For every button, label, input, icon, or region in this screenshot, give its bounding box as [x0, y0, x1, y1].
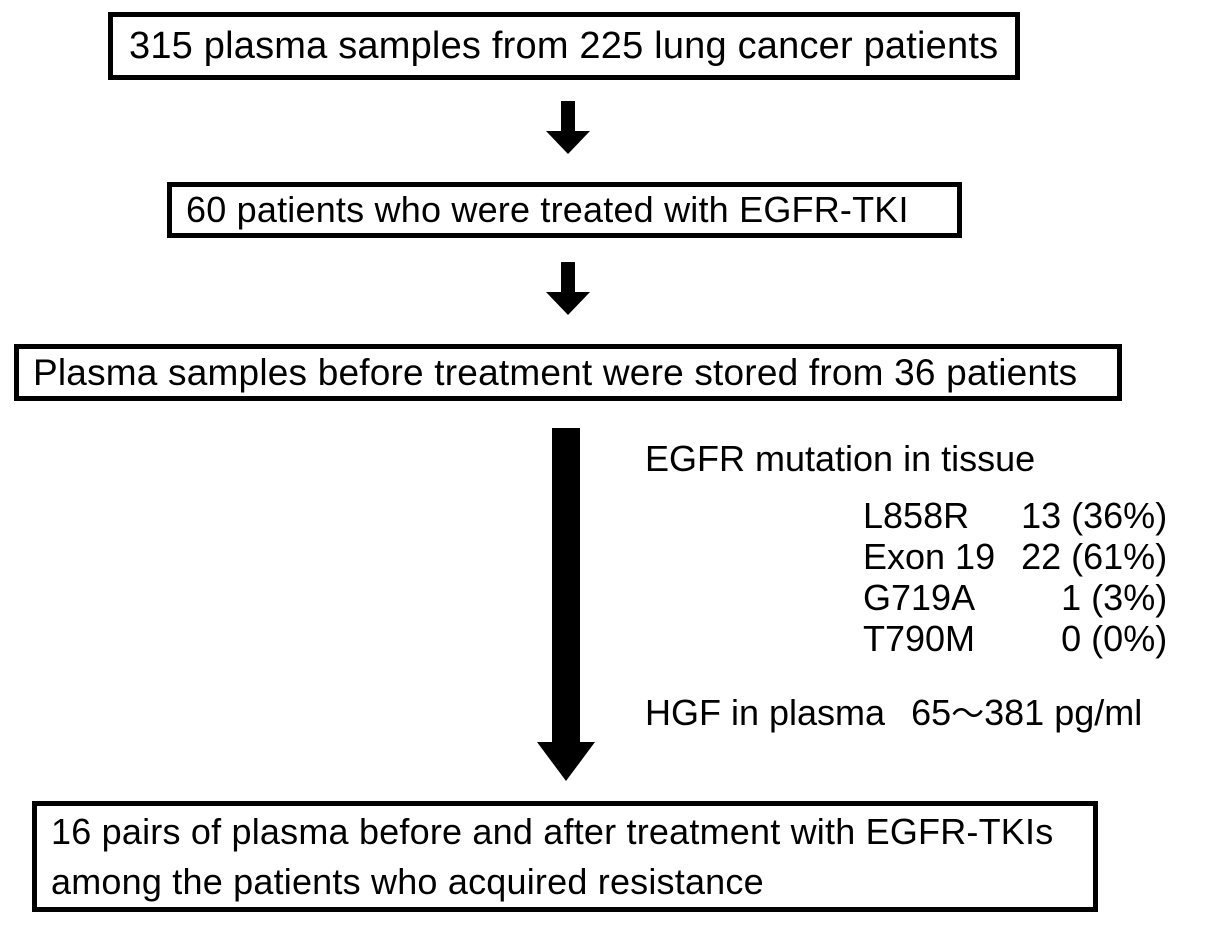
flow-box-stored-samples: Plasma samples before treatment were sto… — [14, 344, 1122, 401]
table-row: G719A 1 (3%) — [863, 577, 1167, 618]
mutation-name: L858R — [863, 495, 970, 537]
mutation-count: 22 (61%) — [1021, 536, 1168, 578]
flow-box-paired-plasma: 16 pairs of plasma before and after trea… — [32, 801, 1098, 912]
annotation-block: EGFR mutation in tissue L858R 13 (36%) E… — [645, 437, 1197, 735]
down-arrow-icon — [545, 262, 591, 316]
table-row: Exon 19 22 (61%) — [863, 536, 1167, 577]
hgf-value-low: 65 — [911, 692, 952, 734]
range-separator: 〜 — [951, 694, 985, 734]
table-row: T790M 0 (0%) — [863, 618, 1167, 659]
flow-box-source-samples: 315 plasma samples from 225 lung cancer … — [108, 12, 1020, 80]
down-arrow-icon — [545, 101, 591, 155]
flow-box-line: 16 pairs of plasma before and after trea… — [51, 810, 1054, 852]
flow-box-line: 315 plasma samples from 225 lung cancer … — [129, 24, 999, 67]
mutation-name: Exon 19 — [863, 536, 996, 578]
hgf-label: HGF in plasma — [645, 692, 886, 734]
annotation-title: EGFR mutation in tissue — [645, 438, 1036, 479]
egfr-mutation-table: L858R 13 (36%) Exon 19 22 (61%) G719A 1 … — [863, 495, 1167, 659]
flow-box-line: Plasma samples before treatment were sto… — [33, 351, 1078, 393]
mutation-count: 13 (36%) — [1021, 495, 1168, 537]
flow-box-treated-patients: 60 patients who were treated with EGFR-T… — [167, 182, 962, 238]
mutation-count: 0 (0%) — [1061, 618, 1168, 660]
table-row: L858R 13 (36%) — [863, 495, 1167, 536]
mutation-count: 1 (3%) — [1061, 577, 1168, 619]
flow-box-line: 60 patients who were treated with EGFR-T… — [186, 189, 909, 231]
hgf-plasma-row: HGF in plasma 65〜381 pg/ml — [645, 691, 1197, 734]
hgf-value-high: 381 pg/ml — [984, 692, 1143, 734]
long-down-arrow-icon — [534, 428, 596, 782]
mutation-name: G719A — [863, 577, 976, 619]
mutation-name: T790M — [863, 618, 976, 660]
flow-box-line: among the patients who acquired resistan… — [51, 860, 764, 902]
